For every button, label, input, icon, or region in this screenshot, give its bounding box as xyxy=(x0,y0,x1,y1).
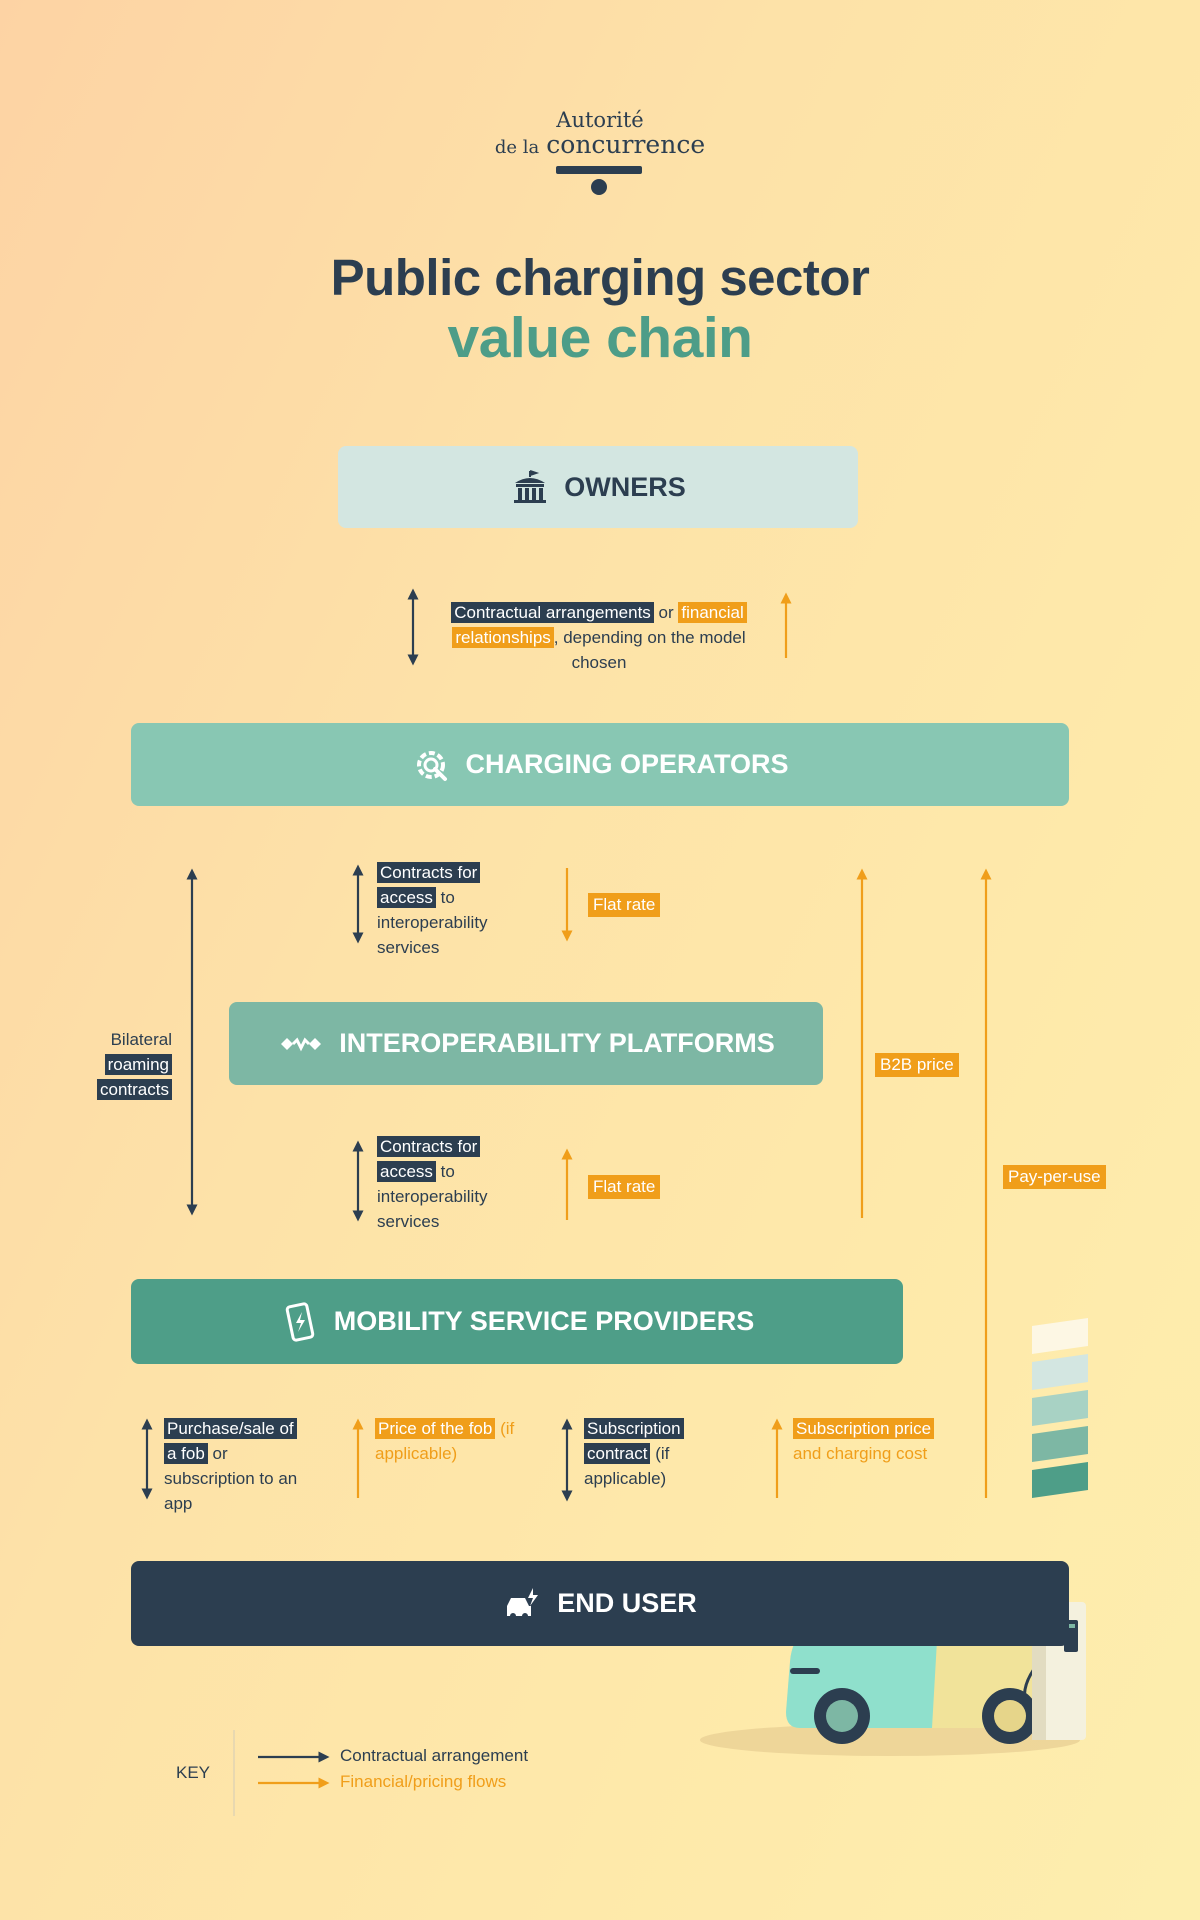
subscription-price-label: Subscription price and charging cost xyxy=(793,1416,973,1466)
to-text-2: to xyxy=(435,1162,455,1181)
charging-operators-box: CHARGING OPERATORS xyxy=(131,723,1069,806)
charging-operators-label: CHARGING OPERATORS xyxy=(465,749,789,779)
title-line1: Public charging sector xyxy=(330,249,870,306)
interoperability-platforms-box: INTEROPERABILITY PLATFORMS xyxy=(229,1002,823,1085)
key-divider xyxy=(233,1730,235,1816)
fob-price-label: Price of the fob (if applicable) xyxy=(375,1416,545,1466)
flat-rate-top-tag: Flat rate xyxy=(588,893,661,917)
bilateral-text: Bilateral xyxy=(110,1030,172,1049)
pay-per-use-tag: Pay-per-use xyxy=(1003,1165,1106,1189)
logo-dot xyxy=(591,179,607,195)
owners-box: OWNERS xyxy=(338,446,858,528)
logo-line2b: concurrence xyxy=(546,130,706,159)
cpo-inter-contract-label: Contracts for access to interoperability… xyxy=(377,860,537,960)
key-contractual-label: Contractual arrangement xyxy=(340,1746,529,1765)
link-icon xyxy=(277,1024,325,1064)
flat-rate-bottom-tag: Flat rate xyxy=(588,1175,661,1199)
key-title: KEY xyxy=(176,1763,211,1782)
car-charge-icon xyxy=(503,1584,543,1624)
contracts-highlight: contracts xyxy=(97,1079,172,1100)
bilateral-label: Bilateral roaming contracts xyxy=(62,1027,172,1102)
logo-line2: de la concurrence xyxy=(0,132,1200,161)
gear-plug-icon xyxy=(411,745,451,785)
subscription-label: Subscription contract (if applicable) xyxy=(584,1416,734,1491)
decorative-stripes xyxy=(1032,1318,1088,1498)
key-financial-label: Financial/pricing flows xyxy=(340,1772,507,1791)
price-fob-highlight: Price of the fob xyxy=(375,1418,496,1439)
logo-line1: Autorité xyxy=(556,108,644,132)
depending-text: , depending on the model chosen xyxy=(553,628,746,672)
contractual-highlight: Contractual arrangements xyxy=(451,602,654,623)
contracts-for-highlight-2: Contracts for xyxy=(377,1136,481,1157)
applicable-text: applicable) xyxy=(375,1444,458,1463)
applicable-text-2: applicable) xyxy=(584,1469,667,1488)
access-highlight: access xyxy=(377,887,436,908)
logo-bar xyxy=(556,166,642,174)
if-text-2: (if xyxy=(650,1444,670,1463)
to-text: to xyxy=(435,888,455,907)
app-text: app xyxy=(164,1494,193,1513)
fob-label: Purchase/sale of a fob or subscription t… xyxy=(164,1416,334,1516)
mobility-service-providers-label: MOBILITY SERVICE PROVIDERS xyxy=(333,1306,755,1336)
subscription-price-highlight: Subscription price xyxy=(793,1418,935,1439)
interoperability-platforms-label: INTEROPERABILITY PLATFORMS xyxy=(339,1028,775,1058)
logo-line2a: de la xyxy=(494,137,540,158)
mobility-service-providers-box: MOBILITY SERVICE PROVIDERS xyxy=(131,1279,903,1364)
owners-label: OWNERS xyxy=(564,471,686,502)
contracts-for-highlight: Contracts for xyxy=(377,862,481,883)
inter-msp-contract-label: Contracts for access to interoperability… xyxy=(377,1134,537,1234)
services-text: services xyxy=(377,938,440,957)
end-user-label: END USER xyxy=(557,1588,697,1618)
logo: Autorité de la concurrence xyxy=(0,108,1200,161)
interoperability-text-2: interoperability xyxy=(377,1187,488,1206)
financial-highlight: financial xyxy=(678,602,747,623)
or-text: or xyxy=(653,603,679,622)
services-text-2: services xyxy=(377,1212,440,1231)
subscription-app-text: subscription to an xyxy=(164,1469,298,1488)
if-text: (if xyxy=(495,1419,515,1438)
subscription-highlight: Subscription xyxy=(584,1418,684,1439)
roaming-highlight: roaming xyxy=(104,1054,172,1075)
title-line2: value chain xyxy=(447,306,753,370)
owners-cpo-label: Contractual arrangements or financial re… xyxy=(432,600,766,675)
b2b-price-tag: B2B price xyxy=(875,1053,959,1077)
contract-highlight: contract xyxy=(584,1443,651,1464)
building-icon xyxy=(510,467,550,507)
interoperability-text: interoperability xyxy=(377,913,488,932)
end-user-box: END USER xyxy=(131,1561,1069,1646)
access-highlight-2: access xyxy=(377,1161,436,1182)
purchase-sale-highlight: Purchase/sale of xyxy=(164,1418,297,1439)
phone-charge-icon xyxy=(280,1301,320,1342)
or-text-2: or xyxy=(207,1444,228,1463)
charging-cost-text: and charging cost xyxy=(793,1444,928,1463)
relationships-highlight: relationships xyxy=(452,627,554,648)
a-fob-highlight: a fob xyxy=(164,1443,208,1464)
